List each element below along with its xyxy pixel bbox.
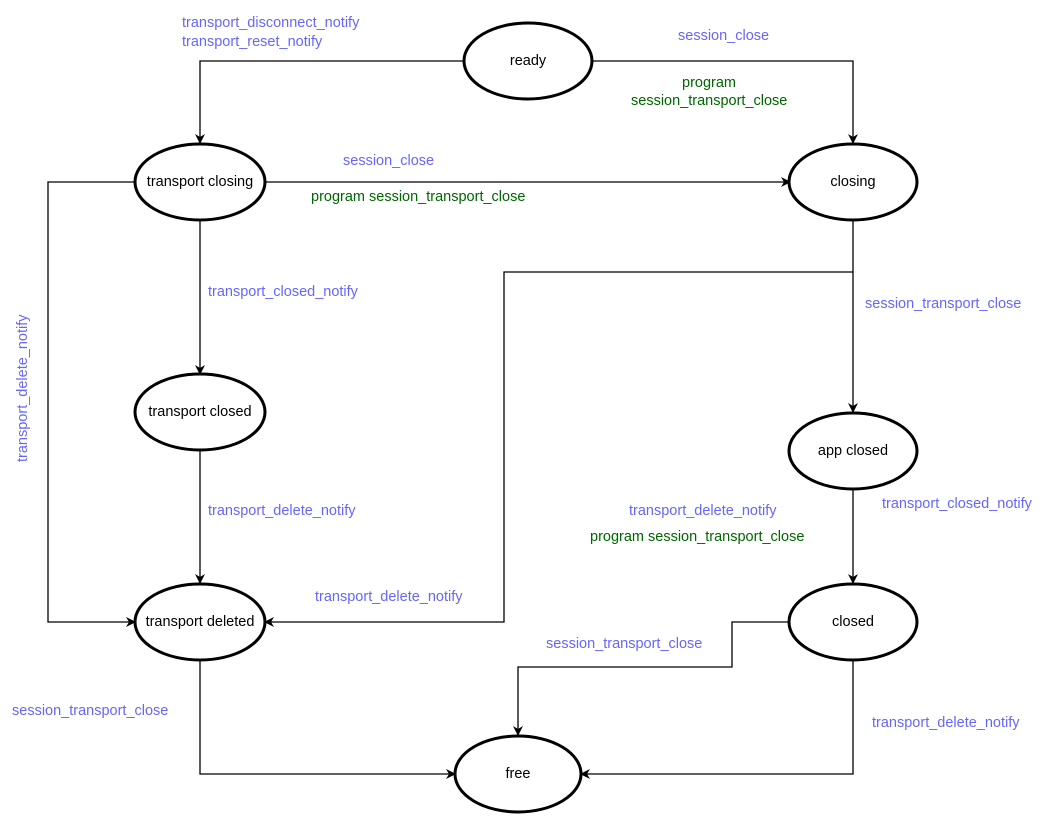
label-closing-tdeleted: transport_delete_notify: [315, 589, 463, 605]
label-transport-disconnect-notify: transport_disconnect_notify: [182, 15, 360, 31]
label-ready-closing-program: program: [682, 75, 736, 91]
label-appclosed-delete-notify: transport_delete_notify: [629, 503, 777, 519]
edge-ready-to-transport-closing: [195, 60, 465, 144]
state-closing[interactable]: closing: [787, 142, 919, 222]
edge-closed-to-free-left: [513, 621, 790, 736]
label-tclosing-tdeleted-vertical: transport_delete_notify: [15, 314, 31, 462]
state-app-closed-label: app closed: [818, 443, 888, 459]
edge-ready-to-closing: [592, 60, 858, 144]
label-appclosed-closed: transport_closed_notify: [882, 496, 1033, 512]
edge-closed-to-free-right: [580, 660, 854, 779]
state-transport-deleted-label: transport deleted: [146, 614, 255, 630]
label-tclosing-tclosed: transport_closed_notify: [208, 284, 359, 300]
label-tclosing-closing-session-close: session_close: [343, 153, 434, 169]
state-transport-closed-label: transport closed: [148, 404, 251, 420]
state-app-closed[interactable]: app closed: [787, 411, 919, 491]
state-closing-label: closing: [830, 174, 875, 190]
state-free[interactable]: free: [453, 734, 583, 814]
state-transport-closing[interactable]: transport closing: [133, 142, 267, 222]
state-closed-label: closed: [832, 614, 874, 630]
label-closed-free-right: transport_delete_notify: [872, 715, 1020, 731]
edge-closing-to-transport-deleted: [264, 271, 853, 627]
label-ready-closing-session-close: session_close: [678, 28, 769, 44]
label-appclosed-program: program session_transport_close: [590, 529, 804, 545]
state-closed[interactable]: closed: [787, 582, 919, 662]
state-transport-deleted[interactable]: transport deleted: [133, 582, 267, 662]
label-tclosed-tdeleted: transport_delete_notify: [208, 503, 356, 519]
label-tdeleted-free: session_transport_close: [12, 703, 168, 719]
label-tclosing-closing-program: program session_transport_close: [311, 189, 525, 205]
label-ready-closing-session-transport-close: session_transport_close: [631, 93, 787, 109]
edge-transport-closing-to-transport-deleted: [47, 181, 136, 627]
label-transport-reset-notify: transport_reset_notify: [182, 34, 323, 50]
label-closing-appclosed: session_transport_close: [865, 296, 1021, 312]
state-free-label: free: [506, 766, 531, 782]
state-ready-label: ready: [510, 53, 547, 69]
state-transport-closing-label: transport closing: [147, 174, 253, 190]
edge-transport-deleted-to-free: [199, 660, 456, 779]
state-transport-closed[interactable]: transport closed: [133, 372, 267, 452]
label-closed-free-left: session_transport_close: [546, 636, 702, 652]
state-ready[interactable]: ready: [462, 21, 594, 101]
